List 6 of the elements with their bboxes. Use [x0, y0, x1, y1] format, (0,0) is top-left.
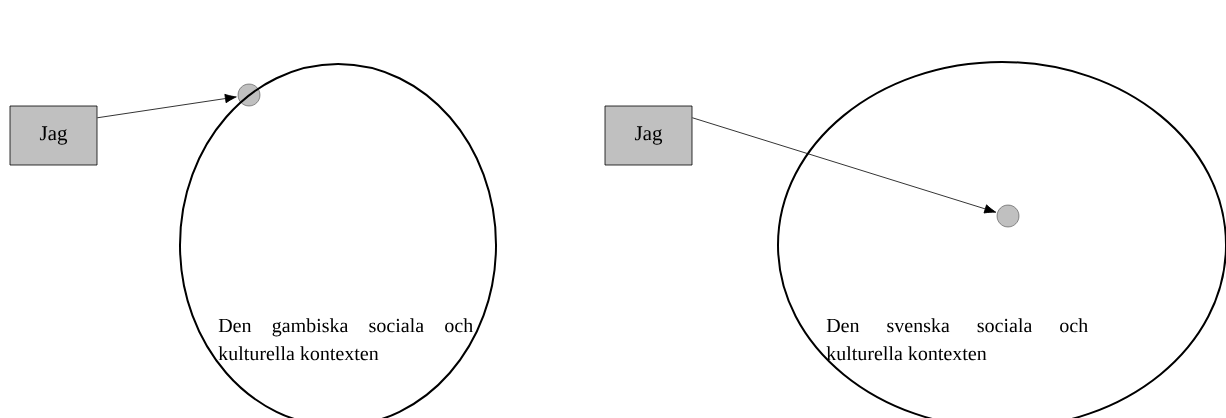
small-circle	[237, 83, 261, 107]
arrow	[97, 93, 237, 119]
text-box: Jag	[9, 105, 98, 166]
arrow	[692, 117, 997, 214]
text-box: Jag	[604, 105, 693, 166]
small-circle	[996, 204, 1020, 228]
